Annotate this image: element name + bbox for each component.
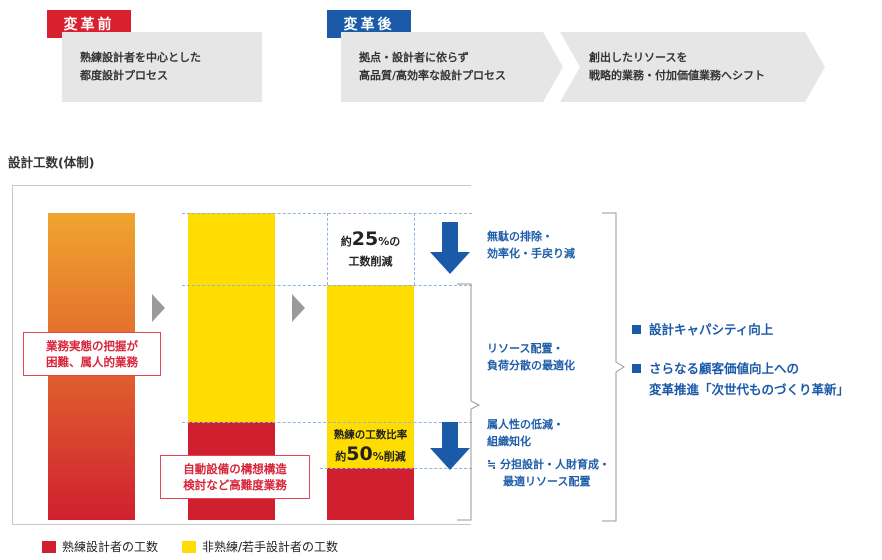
after-process-arrow-2	[560, 32, 825, 102]
after-process-box-2: 創出したリソースを 戦略的業務・付加価値業務へシフト	[585, 32, 815, 102]
dashed-line-skilled1	[182, 422, 472, 423]
after-box2-line-1: 創出したリソースを	[589, 51, 688, 64]
bar-after1-unskilled	[188, 213, 275, 422]
outcome-bullet-icon-2	[632, 364, 641, 373]
reduction-value: 25	[351, 228, 379, 250]
note-org-sub-line-1: ≒ 分担設計・人財育成・	[487, 458, 611, 471]
dashed-line-25	[182, 285, 472, 286]
step-arrow-icon-1	[152, 294, 165, 322]
note-waste-line-2: 効率化・手戻り減	[487, 247, 575, 260]
note-organization: 属人性の低減・ 組織知化 ≒ 分担設計・人財育成・ 最適リソース配置	[487, 416, 610, 490]
after-box1-line-1: 拠点・設計者に依らず	[359, 51, 469, 64]
note-resource-line-2: 負荷分散の最適化	[487, 359, 575, 372]
chart-frame	[12, 185, 471, 525]
outcome-value-line-2: 変革推進「次世代ものづくり革新」	[649, 382, 850, 397]
bracket-large	[602, 212, 625, 522]
ratio-annotation: 熟練の工数比率 約50%削減	[327, 428, 414, 468]
ratio-suffix: %削減	[372, 450, 406, 463]
chart-title: 設計工数(体制)	[8, 155, 95, 170]
ratio-value: 50	[346, 443, 373, 465]
before-issue-callout: 業務実態の把握が 困難、属人的業務	[23, 332, 161, 376]
note-waste-line-1: 無駄の排除・	[487, 230, 553, 243]
outcome-capacity-text: 設計キャパシティ向上	[649, 322, 774, 337]
reduction-line-2: 工数削減	[348, 255, 393, 268]
ratio-prefix: 約	[335, 450, 347, 463]
outcome-capacity: 設計キャパシティ向上	[632, 321, 773, 339]
legend-swatch-skilled	[42, 540, 56, 553]
note-waste-reduction: 無駄の排除・ 効率化・手戻り減	[487, 228, 575, 262]
bracket-small	[457, 283, 481, 521]
legend-swatch-unskilled	[182, 540, 197, 553]
before-box-line-2: 都度設計プロセス	[80, 69, 168, 82]
high-difficulty-callout: 自動設備の構想構造 検討など高難度業務	[160, 455, 310, 499]
before-process-box: 熟練設計者を中心とした 都度設計プロセス	[62, 32, 262, 102]
bar-after2-skilled	[327, 468, 414, 520]
note-org-line-2: 組織知化	[487, 435, 531, 448]
reduction-prefix: 約	[340, 235, 352, 248]
bar-after2-unskilled	[327, 285, 414, 468]
ratio-line-1: 熟練の工数比率	[333, 429, 408, 441]
after-box1-line-2: 高品質/高効率な設計プロセス	[359, 69, 507, 82]
note-resource-optimization: リソース配置・ 負荷分散の最適化	[487, 340, 575, 374]
note-resource-line-1: リソース配置・	[487, 342, 564, 355]
down-arrow-icon-2	[430, 422, 470, 470]
reduction-suffix: %の	[378, 235, 401, 248]
outcome-value-line-1: さらなる顧客価値向上への	[649, 361, 800, 376]
dashed-line-skilled2	[320, 468, 472, 469]
high-difficulty-line-2: 検討など高難度業務	[183, 478, 287, 492]
outcome-value: さらなる顧客価値向上への 変革推進「次世代ものづくり革新」	[632, 358, 849, 400]
step-arrow-icon-2	[292, 294, 305, 322]
after-process-box-1: 拠点・設計者に依らず 高品質/高効率な設計プロセス	[341, 32, 546, 102]
note-org-sub-line-2: 最適リソース配置	[503, 475, 591, 488]
outcome-bullet-icon-1	[632, 325, 641, 334]
legend: 熟練設計者の工数 非熟練/若手設計者の工数	[42, 538, 338, 555]
after-box2-line-2: 戦略的業務・付加価値業務へシフト	[589, 69, 765, 82]
before-issue-line-1: 業務実態の把握が	[46, 339, 138, 353]
reduction-dashed-box	[327, 213, 415, 285]
legend-label-skilled: 熟練設計者の工数	[62, 540, 159, 554]
high-difficulty-line-1: 自動設備の構想構造	[183, 462, 287, 476]
after-process-arrow-1	[341, 32, 563, 102]
before-box-line-1: 熟練設計者を中心とした	[80, 51, 201, 64]
reduction-annotation: 約25%の 工数削減	[327, 228, 414, 271]
note-org-line-1: 属人性の低減・	[487, 418, 564, 431]
legend-label-unskilled: 非熟練/若手設計者の工数	[202, 540, 339, 554]
before-issue-line-2: 困難、属人的業務	[46, 355, 138, 369]
down-arrow-icon-1	[430, 222, 470, 274]
